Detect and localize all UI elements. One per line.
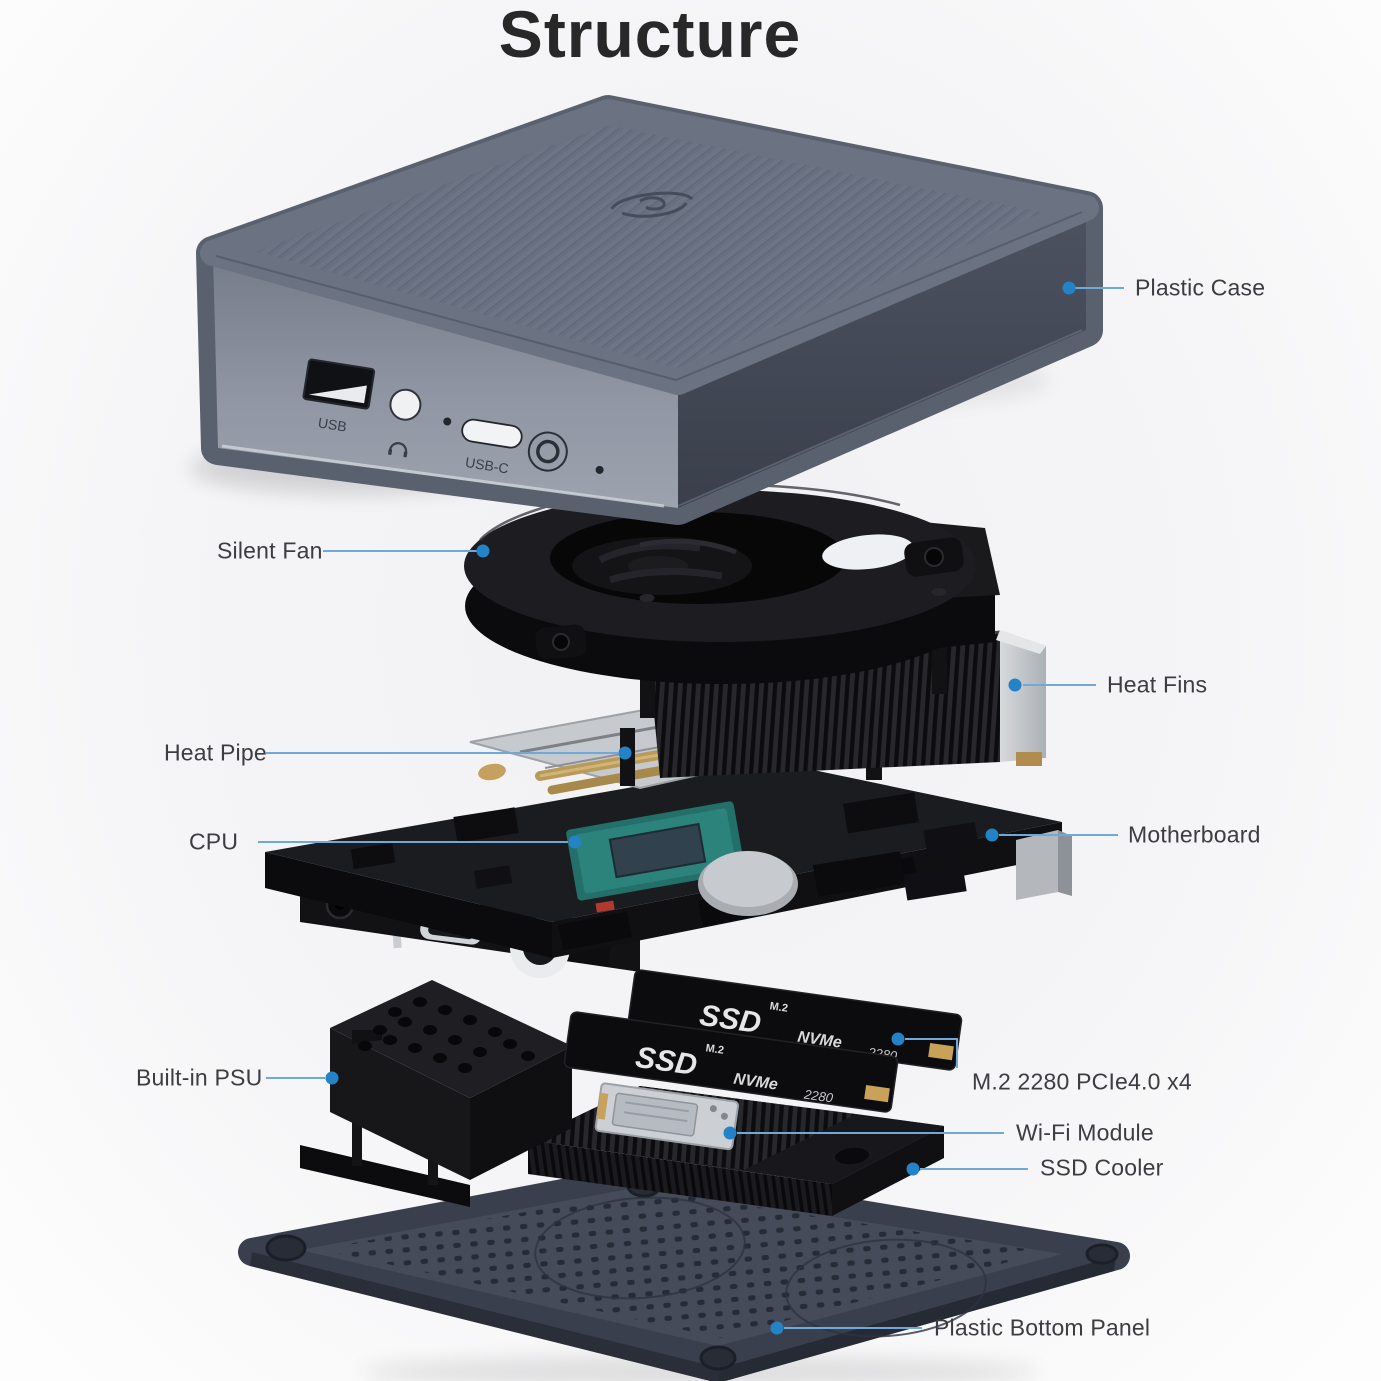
leader-m2-slot <box>891 1032 958 1068</box>
fan-art <box>464 483 1000 718</box>
label-heat-fins: Heat Fins <box>1107 671 1208 698</box>
label-silent-fan: Silent Fan <box>217 537 323 564</box>
psu-art <box>300 980 572 1207</box>
ssd-m2-text: M.2 <box>769 1000 789 1014</box>
wifi-module-art <box>594 1082 739 1151</box>
ssd-stick-lower: M.2 SSD NVMe 2280 <box>563 1011 899 1113</box>
label-motherboard: Motherboard <box>1128 821 1261 848</box>
label-ssd-cooler: SSD Cooler <box>1040 1154 1164 1181</box>
usb-c-port-label: USB-C <box>464 454 510 477</box>
headphone-icon <box>388 442 408 458</box>
label-cpu: CPU <box>189 828 239 855</box>
label-built-in-psu: Built-in PSU <box>136 1064 263 1091</box>
leader-lines <box>258 281 1124 1335</box>
case-logo-icon <box>610 191 694 218</box>
ssd-sticks-art: M.2 SSD NVMe 2280 M.2 SSD NVMe 2280 <box>563 969 963 1113</box>
leader-plastic-case <box>1062 281 1124 295</box>
rear-port-block <box>1016 830 1058 900</box>
plastic-case-art: USB USB-C <box>196 95 1103 525</box>
leader-heat-fins <box>1008 678 1096 692</box>
leader-wifi-module <box>723 1126 1004 1140</box>
leader-built-in-psu <box>266 1071 339 1085</box>
fan-cutout <box>822 534 914 570</box>
mic-hole <box>443 417 452 426</box>
label-heat-pipe: Heat Pipe <box>164 739 267 766</box>
label-m2-slot: M.2 2280 PCIe4.0 x4 <box>972 1068 1192 1095</box>
leader-cpu <box>258 835 582 849</box>
leader-heat-pipe <box>266 746 632 760</box>
usb-port-label: USB <box>317 414 348 434</box>
label-plastic-case: Plastic Case <box>1135 274 1266 301</box>
leader-ssd-cooler <box>906 1162 1028 1176</box>
usb-a-port <box>302 358 376 410</box>
leader-motherboard <box>985 828 1118 842</box>
leader-bottom-panel <box>770 1321 922 1335</box>
page-title: Structure <box>498 0 802 71</box>
usb-c-port <box>461 418 523 449</box>
psu-vent-holes <box>358 997 535 1073</box>
ssd-interface-text: NVMe <box>732 1071 778 1094</box>
ssd-form-text: 2280 <box>802 1086 834 1105</box>
ssd-m2-text: M.2 <box>705 1042 725 1056</box>
headphone-jack <box>389 388 422 421</box>
led-hole <box>595 465 604 474</box>
label-bottom-panel: Plastic Bottom Panel <box>934 1314 1151 1341</box>
bottom-panel-art <box>238 1164 1130 1381</box>
leader-silent-fan <box>323 544 490 558</box>
front-ports: USB USB-C <box>302 358 604 477</box>
motherboard-art <box>265 762 1072 958</box>
power-button-icon <box>527 431 568 472</box>
label-wifi-module: Wi-Fi Module <box>1016 1119 1154 1146</box>
